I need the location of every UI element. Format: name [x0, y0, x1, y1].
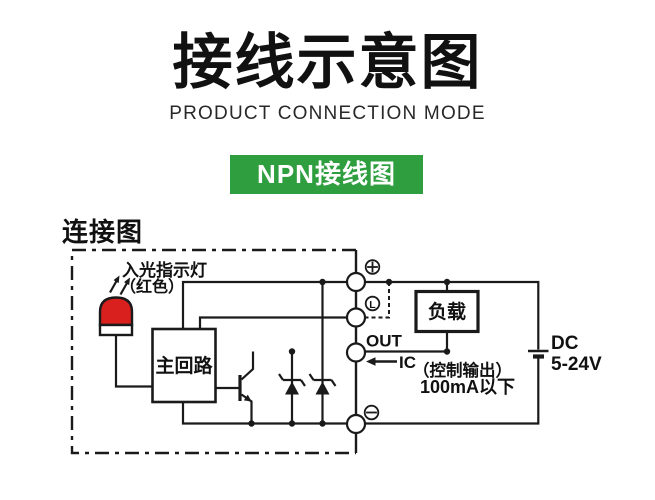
page-subtitle: PRODUCT CONNECTION MODE — [169, 103, 486, 124]
load-label: 负载 — [428, 300, 466, 323]
terminal-plus — [345, 271, 367, 293]
l-circle-icon: L — [364, 295, 381, 312]
control-output-line2: 100mA以下 — [420, 377, 515, 397]
terminal-minus — [345, 413, 367, 435]
load-box: 负载 — [414, 289, 480, 334]
zener-diode-icon — [278, 373, 306, 395]
control-output-line1: （控制输出） — [413, 360, 512, 380]
section-label: 连接图 — [62, 217, 144, 247]
led-indicator-icon — [98, 296, 134, 337]
terminal-circles — [345, 271, 367, 435]
led-label-line1: 入光指示灯 — [122, 260, 207, 280]
out-label: OUT — [366, 332, 403, 351]
led-label-line2: （红色） — [120, 277, 184, 296]
ic-arrow-icon — [366, 357, 397, 366]
zener-diode-icon — [308, 373, 337, 395]
npn-transistor-icon — [215, 351, 255, 424]
power-dc-label: DC — [551, 333, 579, 354]
page-title: 接线示意图 — [172, 29, 483, 96]
terminal-out — [345, 342, 367, 363]
external-wires — [356, 280, 540, 425]
terminal-l — [345, 307, 367, 328]
light-arrows-icon — [109, 275, 130, 296]
npn-wiring-badge: NPN接线图 — [230, 155, 423, 194]
terminal-l-label: L — [369, 299, 376, 311]
main-circuit-box: 主回路 — [151, 327, 217, 404]
minus-circle-icon — [363, 404, 380, 421]
junction-dots — [248, 278, 451, 427]
power-voltage-label: 5-24V — [551, 354, 602, 375]
ic-label: IC — [399, 353, 416, 372]
main-circuit-label: 主回路 — [155, 354, 213, 377]
plus-circle-icon — [364, 259, 381, 275]
battery-icon — [528, 349, 549, 359]
internal-wires — [114, 280, 356, 425]
